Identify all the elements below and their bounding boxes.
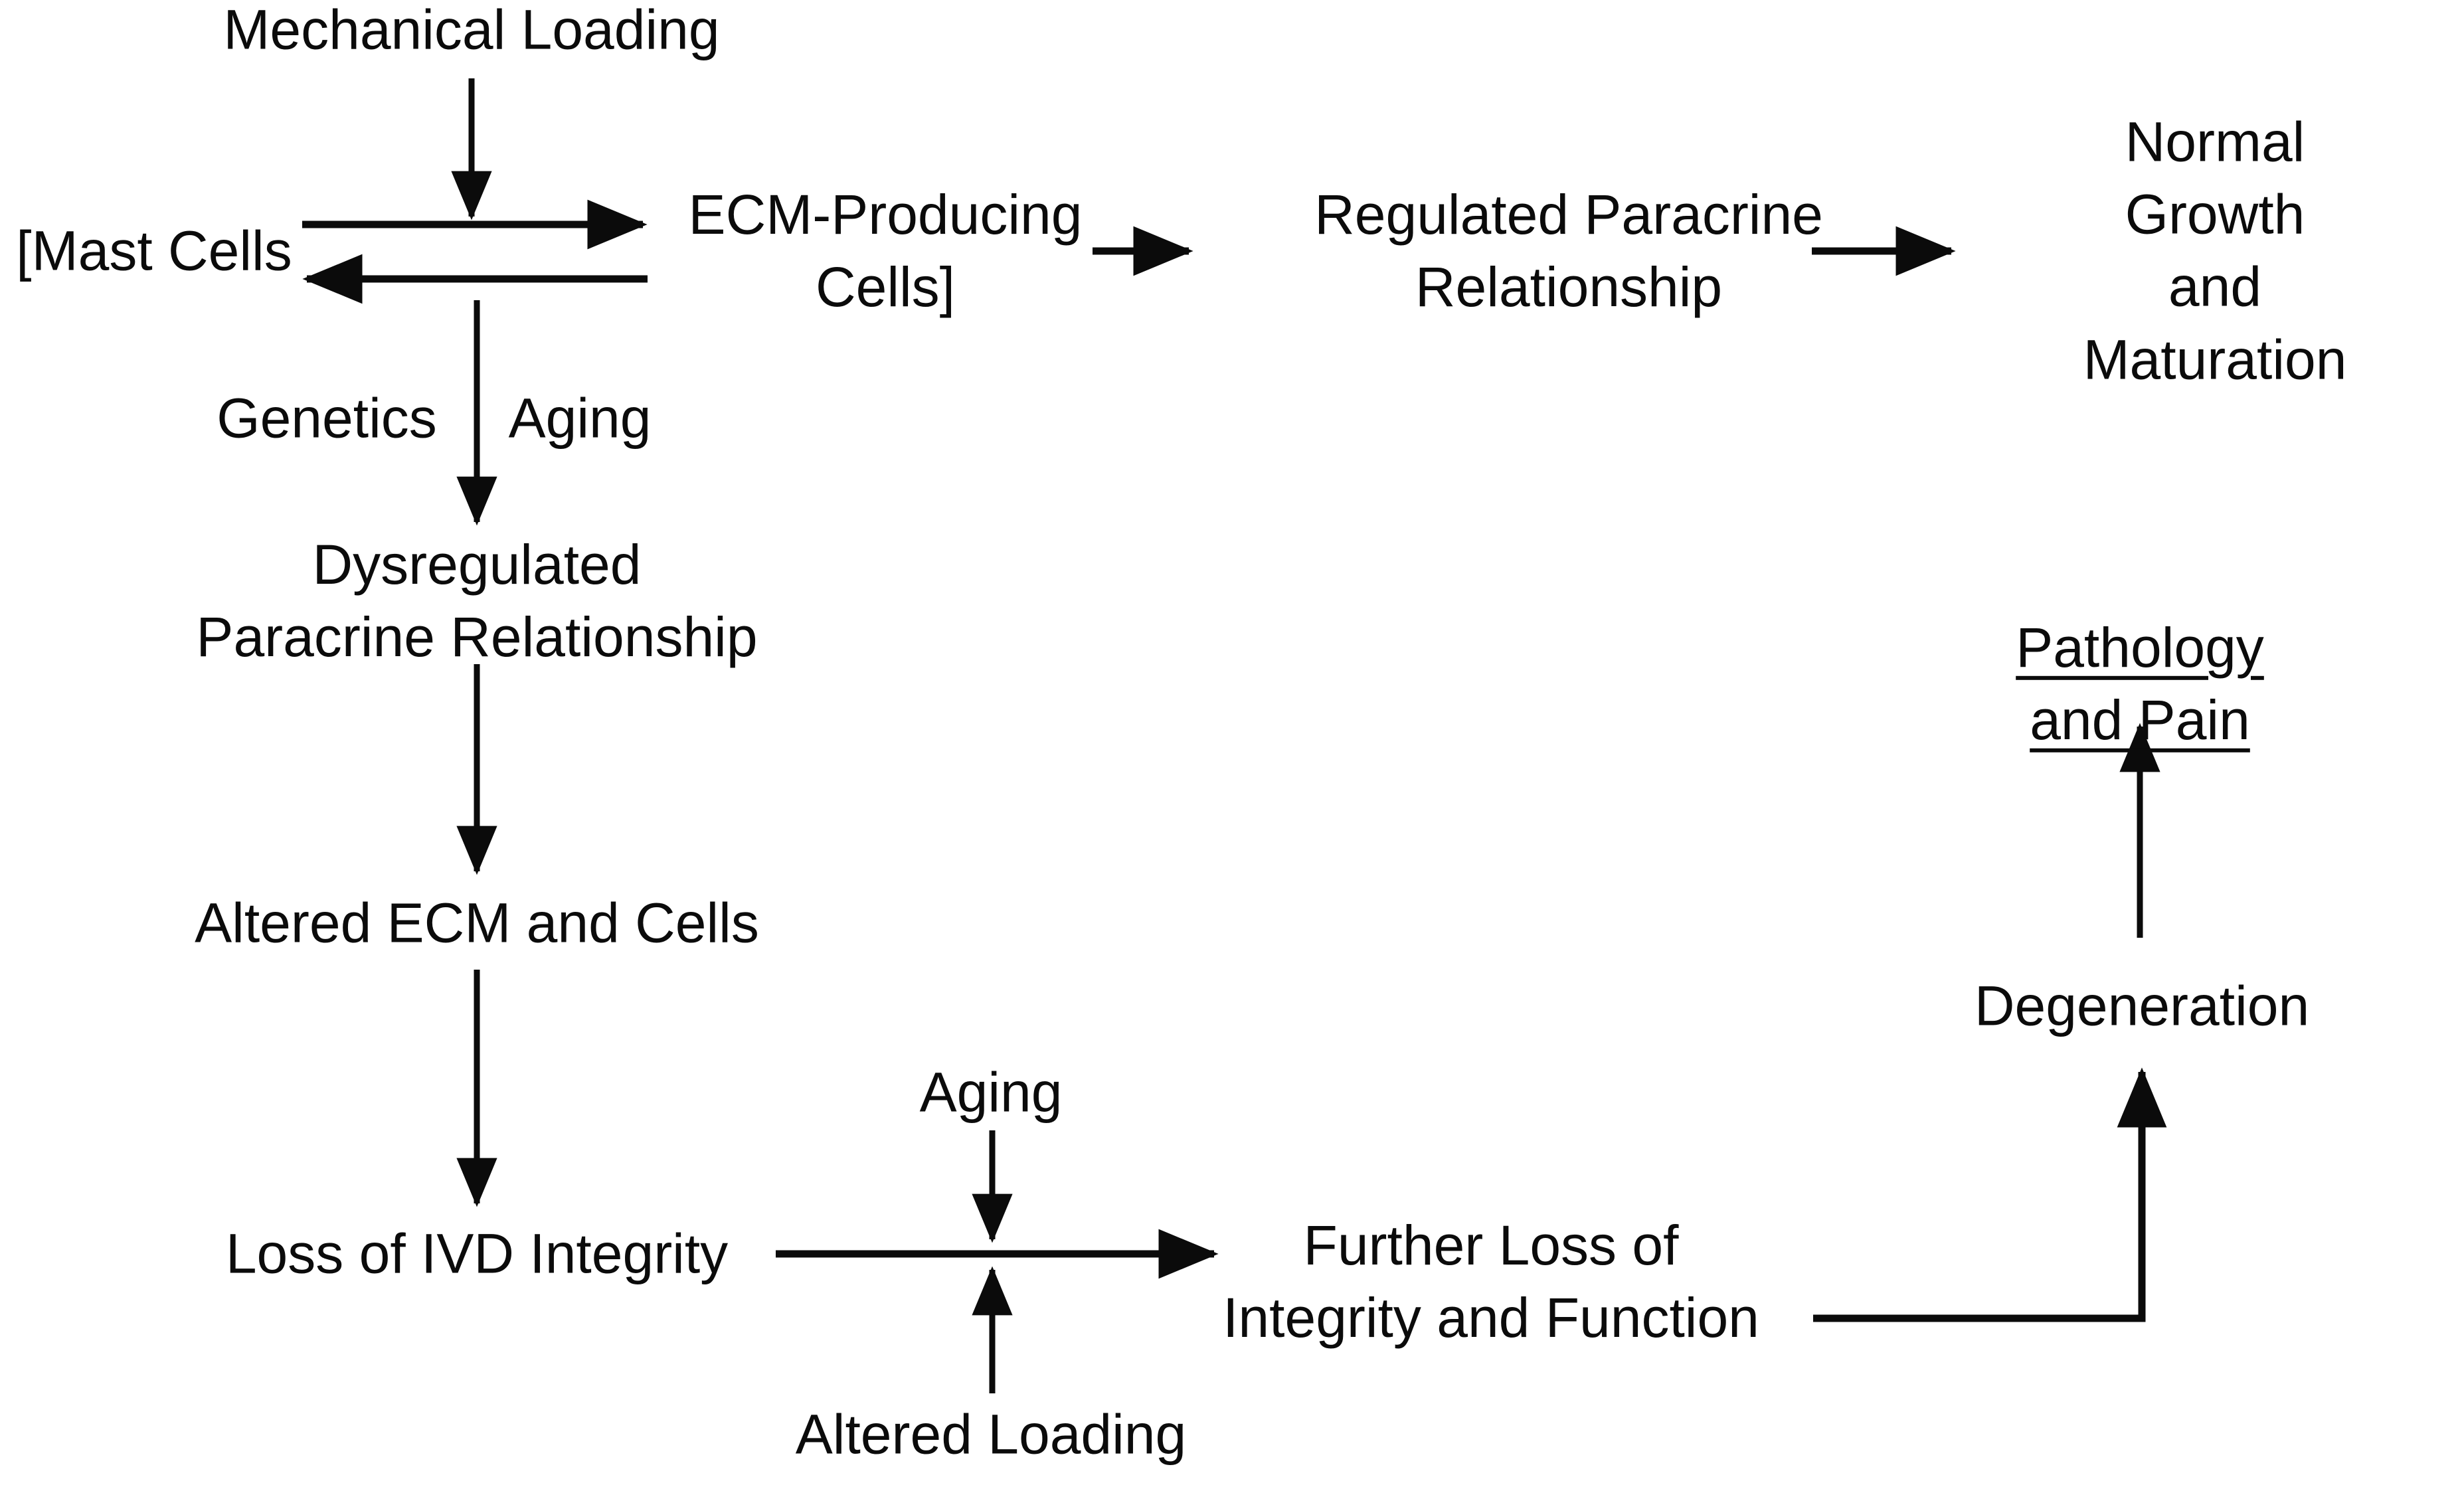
node-altered-ecm-and-cells[interactable]: Altered ECM and Cells — [195, 891, 759, 954]
edge-label-aging-upper: Aging — [508, 387, 652, 450]
edge-label-altered-loading: Altered Loading — [795, 1403, 1187, 1466]
node-ecm-producing-cells[interactable]: ECM-Producing Cells] — [688, 183, 1083, 318]
node-pathology-and-pain[interactable]: Pathology and Pain — [2016, 616, 2264, 751]
edge-label-genetics: Genetics — [217, 387, 437, 450]
node-degeneration[interactable]: Degeneration — [1974, 974, 2310, 1037]
node-regulated-paracrine-relationship[interactable]: Regulated Paracrine Relationship — [1314, 183, 1823, 318]
node-dysregulated-paracrine-relationship[interactable]: Dysregulated Paracrine Relationship — [196, 533, 758, 668]
node-mechanical-loading[interactable]: Mechanical Loading — [223, 0, 720, 61]
node-mast-cells[interactable]: [Mast Cells — [16, 219, 292, 282]
node-normal-growth-and-maturation[interactable]: Normal Growth and Maturation — [2083, 110, 2347, 391]
node-loss-of-ivd-integrity[interactable]: Loss of IVD Integrity — [225, 1222, 729, 1285]
arrow-further-to-degeneration — [1813, 1067, 2167, 1322]
node-further-loss-of-integrity-and-function[interactable]: Further Loss of Integrity and Function — [1223, 1213, 1759, 1349]
edge-label-aging-lower: Aging — [919, 1061, 1063, 1124]
